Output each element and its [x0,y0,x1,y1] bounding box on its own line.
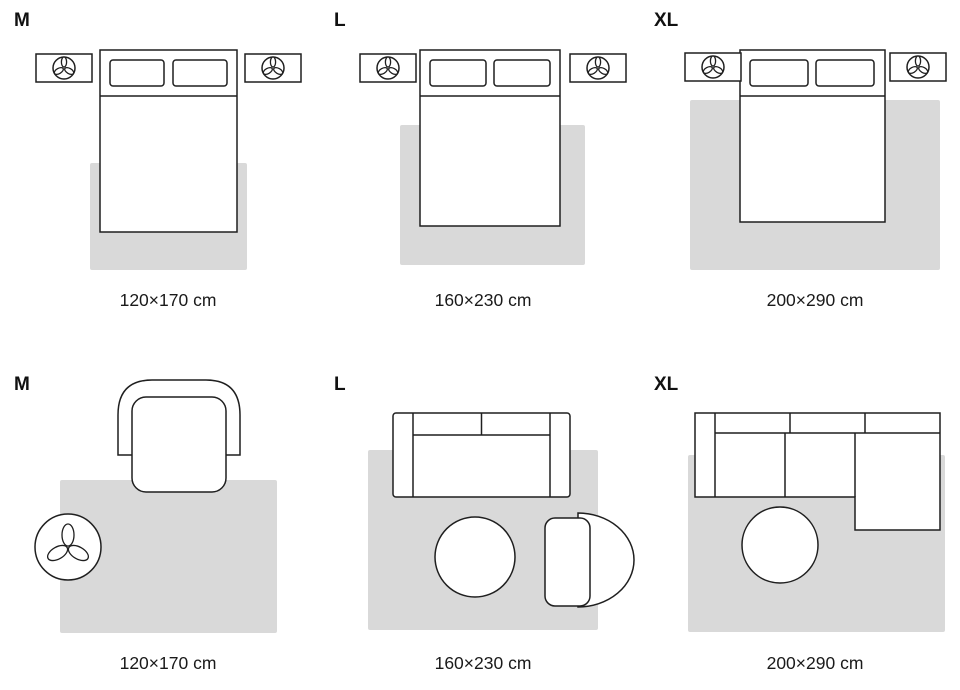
plant-icon [586,56,610,80]
panel-living-xl: XL 200×290 cm [640,345,960,690]
plant-icon [906,55,930,79]
pillow [172,59,228,87]
side-table [34,513,102,581]
size-label: M [14,10,30,31]
plant-icon [701,55,725,79]
nightstand-right [889,52,947,82]
size-caption: 200×290 cm [766,653,864,673]
size-label: XL [654,10,679,31]
plant-icon [46,523,90,562]
size-label: XL [654,374,679,395]
coffee-table [434,516,516,598]
bedroom-xl-illustration [684,49,947,270]
size-label: L [334,374,346,395]
panel-bedroom-m: M [0,0,320,345]
pillow [109,59,165,87]
living-m-illustration [34,379,277,633]
bedroom-l-illustration [359,49,627,265]
coffee-table [741,506,819,584]
size-label: L [334,10,346,31]
nightstand-left [359,53,417,83]
plant-icon [52,56,76,80]
nightstand-left [684,52,742,82]
size-caption: 120×170 cm [119,290,217,310]
nightstand-right [244,53,302,83]
living-xl-illustration [688,412,945,632]
armchair [117,379,241,493]
rug [60,480,277,633]
size-caption: 200×290 cm [766,290,864,310]
pillow [749,59,809,87]
bed [99,49,238,233]
bed [739,49,886,223]
living-l-illustration [368,412,635,630]
bedroom-m-illustration [35,49,302,270]
sofa [392,412,571,498]
armchair-back [577,512,635,608]
panel-bedroom-xl: XL [640,0,960,345]
panel-bedroom-l: L [320,0,640,345]
armchair [544,512,635,608]
size-caption: 160×230 cm [434,290,532,310]
plant-icon [376,56,400,80]
armchair-seat [131,396,227,493]
size-caption: 160×230 cm [434,653,532,673]
pillow [429,59,487,87]
nightstand-right [569,53,627,83]
corner-sofa [694,412,941,531]
pillow [815,59,875,87]
size-label: M [14,374,30,395]
size-caption: 120×170 cm [119,653,217,673]
bed [419,49,561,227]
panel-living-m: M 120×170 cm [0,345,320,690]
plant-icon [261,56,285,80]
pillow [493,59,551,87]
armchair-seat [544,517,591,607]
panel-living-l: L 160×230 cm [320,345,640,690]
nightstand-left [35,53,93,83]
